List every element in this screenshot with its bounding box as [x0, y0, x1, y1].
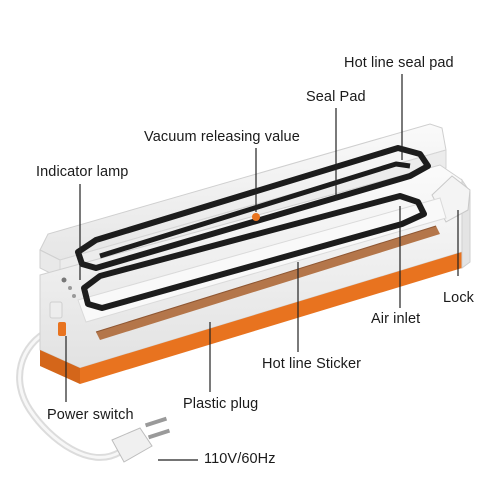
label-hot-line-seal-pad: Hot line seal pad — [344, 55, 454, 71]
label-voltage: 110V/60Hz — [204, 451, 276, 467]
hot-line-sticker — [96, 226, 440, 340]
label-power-switch: Power switch — [47, 407, 134, 423]
upper-seal-pad — [75, 145, 431, 271]
indicator-lamp-dot — [61, 277, 67, 283]
leader-lines — [65, 74, 459, 461]
label-plastic-plug: Plastic plug — [183, 396, 259, 412]
label-air-inlet: Air inlet — [371, 311, 421, 327]
lower-seal-pad — [81, 193, 427, 311]
label-seal-pad: Seal Pad — [306, 89, 366, 105]
label-vacuum-releasing-value: Vacuum releasing value — [144, 129, 300, 145]
label-indicator-lamp: Indicator lamp — [36, 164, 129, 180]
label-lock: Lock — [443, 290, 475, 306]
vacuum-valve-dot — [252, 213, 260, 221]
power-switch-rect — [58, 322, 66, 336]
power-plug — [111, 416, 171, 463]
label-hot-line-sticker: Hot line Sticker — [262, 356, 362, 372]
orange-bottom-stripe — [80, 252, 462, 384]
